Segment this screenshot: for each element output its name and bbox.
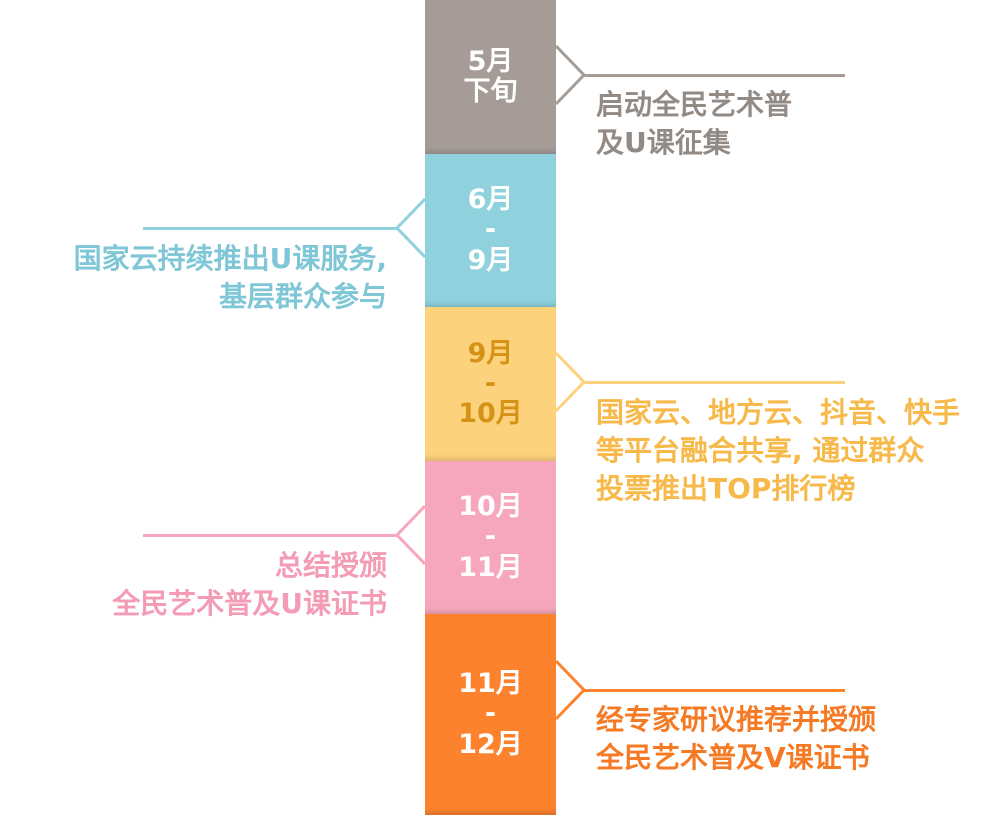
period-label: 6月 - 9月	[467, 184, 514, 276]
connector-line	[143, 227, 399, 230]
connector-arrow	[554, 659, 587, 721]
timeline-segment-may-late: 5月 下旬	[425, 0, 556, 154]
period-label: 10月 - 11月	[458, 491, 523, 583]
timeline-segment-jun-sep: 6月 - 9月	[425, 154, 556, 307]
timeline-segment-nov-dec: 11月 - 12月	[425, 614, 556, 815]
connector-line	[143, 534, 399, 537]
period-label: 11月 - 12月	[458, 668, 523, 760]
connector-line	[583, 381, 845, 384]
timeline-description: 国家云、地方云、抖音、快手 等平台融合共享, 通过群众 投票推出TOP排行榜	[596, 396, 961, 505]
period-label: 9月 - 10月	[458, 337, 523, 430]
connector-line	[583, 689, 845, 692]
connector-arrow	[394, 504, 427, 566]
connector-arrow	[554, 351, 587, 413]
timeline-description: 经专家研议推荐并授颁 全民艺术普及V课证书	[596, 703, 877, 774]
period-label: 5月 下旬	[463, 45, 518, 107]
timeline-segment-oct-nov: 10月 - 11月	[425, 461, 556, 614]
timeline-description: 国家云持续推出U课服务, 基层群众参与	[73, 242, 387, 313]
connector-arrow	[394, 197, 427, 259]
timeline-description: 总结授颁 全民艺术普及U课证书	[112, 549, 387, 620]
connector-arrow	[554, 44, 587, 106]
timeline-description: 启动全民艺术普 及U课征集	[596, 88, 793, 159]
connector-line	[583, 74, 845, 77]
timeline-segment-sep-oct: 9月 - 10月	[425, 307, 556, 461]
